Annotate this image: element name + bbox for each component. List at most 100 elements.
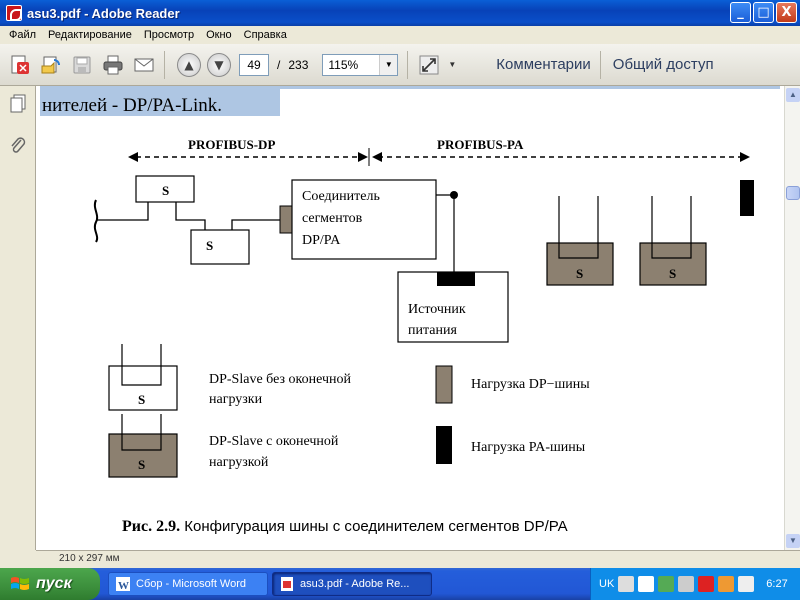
- legend-slave-no-term-symbol: [108, 365, 178, 411]
- legend-slave-no-term-2: нагрузки: [209, 392, 263, 407]
- slave-label: S: [576, 266, 583, 281]
- menu-bar: Файл Редактирование Просмотр Окно Справк…: [0, 26, 800, 44]
- keyboard-icon[interactable]: [618, 576, 635, 592]
- clock[interactable]: 6:27: [766, 578, 788, 590]
- pa-slave-2: [639, 242, 707, 286]
- pa-slave-1-connection: [558, 196, 599, 259]
- open-icon[interactable]: [40, 54, 62, 76]
- email-icon[interactable]: [133, 54, 155, 76]
- taskbar-item-label: asu3.pdf - Adobe Re...: [300, 578, 410, 590]
- legend-dp-load-symbol: [435, 365, 453, 404]
- fit-page-icon[interactable]: [418, 54, 440, 76]
- caption-number: Рис. 2.9.: [122, 518, 180, 535]
- coupler-line-2: сегментов: [302, 211, 363, 226]
- chevron-down-icon[interactable]: ▼: [379, 54, 398, 75]
- start-label: пуск: [36, 575, 72, 592]
- security-icon[interactable]: [718, 576, 735, 592]
- vertical-scrollbar[interactable]: ▲ ▼: [784, 86, 800, 550]
- safely-remove-icon[interactable]: [738, 576, 755, 592]
- top-text: нителей - DP/PA-Link.: [42, 95, 222, 116]
- language-indicator[interactable]: UK: [599, 578, 615, 590]
- pa-slave-1: [546, 242, 614, 286]
- help-icon[interactable]: [638, 576, 655, 592]
- close-button[interactable]: X: [776, 2, 797, 23]
- minimize-button[interactable]: _: [730, 2, 751, 23]
- legend-slave-term-symbol: [108, 433, 178, 478]
- pdf-page: нителей - DP/PA-Link. PROFIBUS-DP PROFIB…: [40, 86, 780, 535]
- text-highlight: [40, 86, 280, 116]
- toolbar-separator: [599, 50, 601, 79]
- antivirus-icon[interactable]: [698, 576, 715, 592]
- page-total: 233: [288, 57, 309, 72]
- slave-label: S: [138, 457, 145, 472]
- scroll-down-icon[interactable]: ▼: [786, 534, 800, 548]
- slave-label: S: [669, 266, 676, 281]
- legend-slave-term-1: DP-Slave с оконечной: [209, 434, 339, 449]
- legend-dp-load: Нагрузка DP−шины: [471, 377, 590, 392]
- profibus-dp-label: PROFIBUS-DP: [188, 137, 275, 152]
- dp-slave-2: [190, 229, 250, 265]
- scroll-up-icon[interactable]: ▲: [786, 88, 800, 102]
- pa-bus-load: [437, 272, 475, 286]
- toolbar-separator: [164, 50, 165, 79]
- create-pdf-icon[interactable]: [9, 54, 31, 76]
- print-icon[interactable]: [102, 54, 124, 76]
- speaker-icon[interactable]: [678, 576, 695, 592]
- slave-label: S: [206, 238, 213, 253]
- toolbar-separator: [407, 50, 409, 79]
- navigation-pane: [0, 86, 36, 550]
- segment-coupler-box: [291, 179, 437, 260]
- pa-bus-terminator: [740, 180, 754, 216]
- attachment-icon[interactable]: [9, 136, 27, 156]
- pa-range-arrow: [372, 152, 750, 162]
- start-button[interactable]: пуск: [0, 568, 100, 600]
- taskbar-item-word[interactable]: W Сбор - Microsoft Word: [108, 572, 268, 596]
- svg-text:W: W: [118, 580, 129, 592]
- figure-caption: Рис. 2.9. Конфигурация шины с соединител…: [122, 518, 568, 535]
- share-button[interactable]: Общий доступ: [612, 56, 714, 73]
- dp-bus-load: [279, 205, 293, 234]
- window-title: asu3.pdf - Adobe Reader: [27, 5, 180, 21]
- slave-label: S: [162, 183, 169, 198]
- scrollbar-thumb[interactable]: [786, 186, 800, 200]
- pdf-icon: [281, 577, 293, 591]
- slave-label: S: [138, 392, 145, 407]
- menu-help[interactable]: Справка: [243, 29, 287, 41]
- pa-slave-2-connection: [651, 196, 692, 259]
- document-view[interactable]: нителей - DP/PA-Link. PROFIBUS-DP PROFIB…: [36, 86, 784, 550]
- dp-bus-line: [97, 199, 280, 238]
- windows-logo-icon: [11, 577, 29, 590]
- status-bar: 210 x 297 мм: [36, 550, 800, 568]
- dp-slave-1: [135, 175, 195, 203]
- coupler-line-3: DP/PA: [302, 233, 341, 248]
- power-line-2: питания: [408, 323, 457, 338]
- legend-pa-load-symbol: [436, 426, 452, 464]
- menu-file[interactable]: Файл: [9, 29, 37, 41]
- zoom-select[interactable]: 115% ▼: [322, 53, 399, 76]
- taskbar-item-label: Сбор - Microsoft Word: [136, 578, 247, 590]
- page-size: 210 x 297 мм: [59, 553, 120, 564]
- maximize-button[interactable]: □: [753, 2, 774, 23]
- taskbar: пуск W Сбор - Microsoft Word asu3.pdf - …: [0, 568, 800, 600]
- menu-view[interactable]: Просмотр: [143, 29, 195, 41]
- coupler-line-1: Соединитель: [302, 189, 380, 204]
- previous-page-button[interactable]: ▲: [177, 52, 201, 77]
- next-page-button[interactable]: ▼: [207, 52, 231, 77]
- zoom-value: 115%: [328, 57, 359, 72]
- pages-icon[interactable]: [9, 94, 27, 114]
- profibus-pa-label: PROFIBUS-PA: [437, 137, 524, 152]
- taskbar-item-reader[interactable]: asu3.pdf - Adobe Re...: [272, 572, 432, 596]
- legend-slave-term-2: нагрузкой: [209, 455, 269, 470]
- menu-window[interactable]: Окно: [206, 29, 232, 41]
- comments-button[interactable]: Комментарии: [496, 56, 591, 73]
- toolbar: ▲ ▼ 49 / 233 115% ▼ ▼ Комментарии Общий …: [0, 44, 800, 86]
- toolbar-options-icon[interactable]: ▼: [448, 60, 457, 69]
- network-icon[interactable]: [658, 576, 675, 592]
- word-icon: W: [116, 577, 130, 592]
- legend-pa-load: Нагрузка PA-шины: [471, 440, 586, 455]
- system-tray: UK 6:27: [590, 568, 800, 600]
- save-icon[interactable]: [71, 54, 93, 76]
- menu-edit[interactable]: Редактирование: [48, 29, 132, 41]
- adobe-reader-icon: [6, 5, 22, 21]
- page-number-input[interactable]: 49: [239, 53, 269, 76]
